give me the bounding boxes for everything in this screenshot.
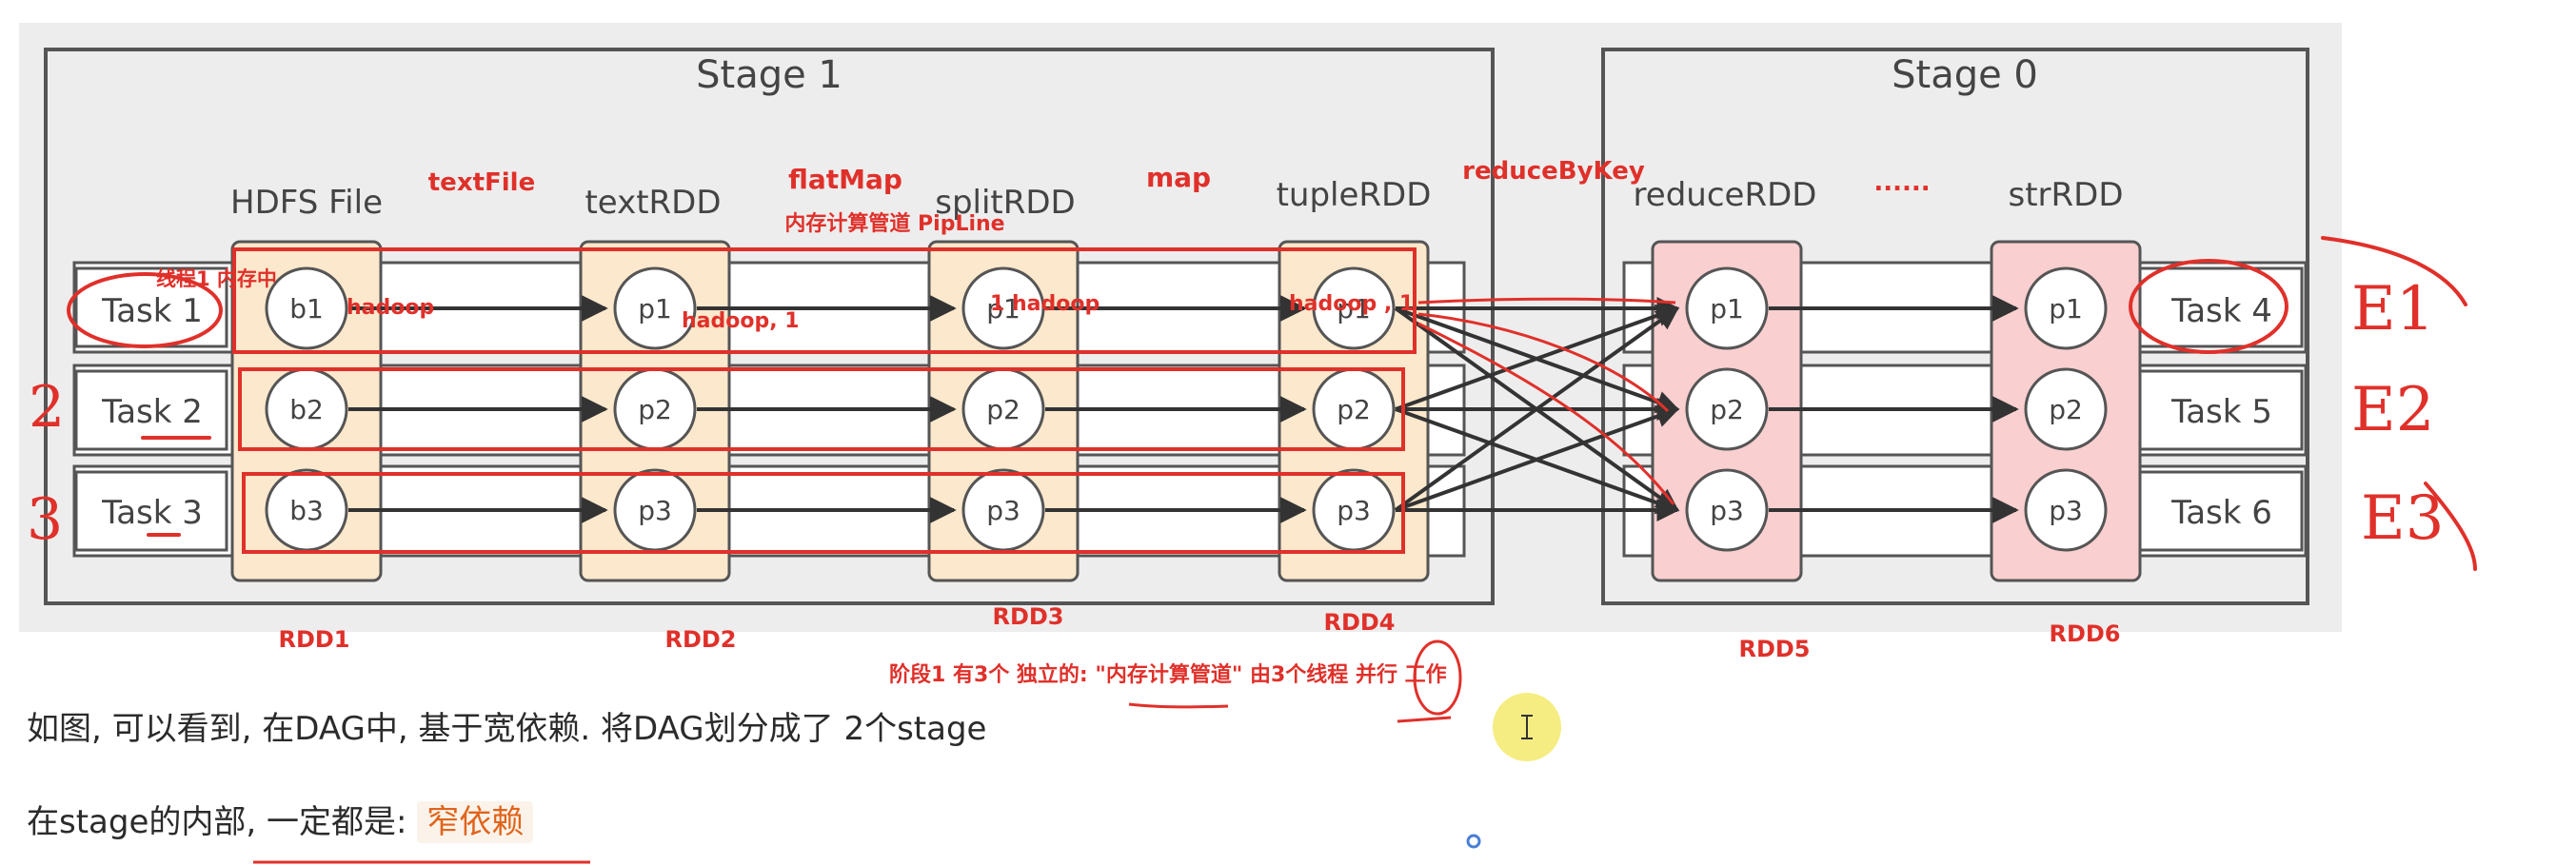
narrow-dependency-tag: 窄依赖 [417,801,534,843]
hand-number-3: 3 [27,486,63,553]
node-label-rdd4-p2: p2 [1337,394,1371,425]
task5-label: Task 5 [2170,393,2272,431]
parallel-circle [1413,640,1462,716]
node-rdd6-p3 [2024,468,2108,552]
node-label-rdd6-p1: p1 [2049,293,2083,325]
narrow-dependency-arrows [348,295,2019,523]
node-rdd5-p2 [1685,367,1769,451]
task6-label: Task 6 [2170,494,2272,532]
column-strrdd: strRDD [2008,176,2123,214]
node-rdd5-p3 [1685,468,1769,552]
paragraph-narrow-dependency: 在stage的内部, 一定都是: 窄依赖 [27,796,534,843]
op-map: map [1146,162,1211,193]
annotation-pipeline: 内存计算管道 PipLine [784,211,1004,236]
node-label-b2: b2 [289,394,324,425]
column-hdfs-file: HDFS File [230,184,383,222]
node-label-rdd4-p3: p3 [1337,495,1371,526]
node-label-rdd4-p1: p1 [1337,293,1371,325]
column-splitrdd: splitRDD [935,184,1076,222]
task1-label: Task 1 [101,292,203,330]
stage-note: 阶段1 有3个 独立的: "内存计算管道" 由3个线程 并行 工作 [889,662,1447,687]
rdd3-label: RDD3 [992,603,1063,630]
handwriting-right [2129,236,2477,571]
node-label-rdd5-p2: p2 [1710,394,1744,425]
rdd4-label: RDD4 [1323,609,1395,636]
red-shuffle-strokes [1417,297,1676,505]
node-label-rdd3-p2: p2 [986,394,1020,425]
annotation-thread1: 线程1 内存中 [156,267,277,290]
annotation-hadoop: hadoop [347,296,434,320]
loading-icon [1466,834,1481,849]
node-label-rdd5-p1: p1 [1710,293,1744,325]
handwriting-left [67,272,223,537]
stage0-box [1601,48,2309,605]
node-rdd4-p1 [1312,266,1396,350]
paragraph-prefix: 在stage的内部, 一定都是: [27,803,418,841]
annotation-hadoop-1: hadoop, 1 [682,309,800,333]
task5-box [2138,369,2304,451]
task3-label: Task 3 [101,494,203,532]
node-label-b3: b3 [289,495,324,526]
column-textrdd: textRDD [585,184,721,222]
node-label-rdd6-p3: p3 [2049,495,2083,526]
rdd6-label: RDD6 [2049,620,2120,647]
hand-e1: E1 [2351,274,2434,344]
stage0-label: Stage 0 [1892,53,2038,97]
node-label-b1: b1 [289,293,324,325]
paragraph-stage-division: 如图, 可以看到, 在DAG中, 基于宽依赖. 将DAG划分成了 2个stage [27,710,987,748]
task2-label: Task 2 [101,393,203,431]
node-label-rdd5-p3: p3 [1710,495,1744,526]
node-rdd6-p2 [2024,367,2108,451]
text-cursor-icon [1521,715,1533,739]
rdd1-label: RDD1 [278,626,349,653]
node-label-rdd2-p3: p3 [638,495,672,526]
node-label-rdd3-p3: p3 [986,495,1020,526]
node-rdd5-p1 [1685,266,1769,350]
column-tuplerdd: tupleRDD [1277,176,1432,214]
column-ellipsis: ...... [1873,168,1930,197]
hand-number-2: 2 [29,374,65,441]
node-rdd2-p1 [613,266,697,350]
hand-e3: E3 [2361,483,2444,554]
node-rdd6-p1 [2024,266,2108,350]
parallel-underline [1397,716,1452,723]
node-label-rdd2-p2: p2 [638,394,672,425]
hand-e2: E2 [2351,375,2434,445]
node-label-rdd6-p2: p2 [2049,394,2083,425]
task3-box [74,470,228,552]
rdd5-label: RDD5 [1738,636,1810,662]
pipeline-rects [232,247,1417,554]
stage1-label: Stage 1 [696,53,842,97]
shuffle-arrows [1394,297,1680,522]
op-flatmap: flatMap [788,164,902,195]
op-reducebykey: reduceByKey [1462,157,1645,186]
node-label-rdd2-p1: p1 [638,293,672,325]
annotation-1-hadoop: 1 hadoop [990,292,1100,316]
node-rdd3-p1 [961,266,1045,350]
node-b1 [265,266,348,350]
column-reducerdd: reduceRDD [1634,176,1817,214]
stage-note-underline [1128,702,1229,709]
op-textfile: textFile [428,168,535,197]
node-label-rdd3-p1: p1 [986,293,1020,325]
task4-label: Task 4 [2170,292,2272,330]
annotation-hadoop-tuple: hadoop , 1 [1289,292,1414,316]
rdd2-label: RDD2 [664,626,736,653]
